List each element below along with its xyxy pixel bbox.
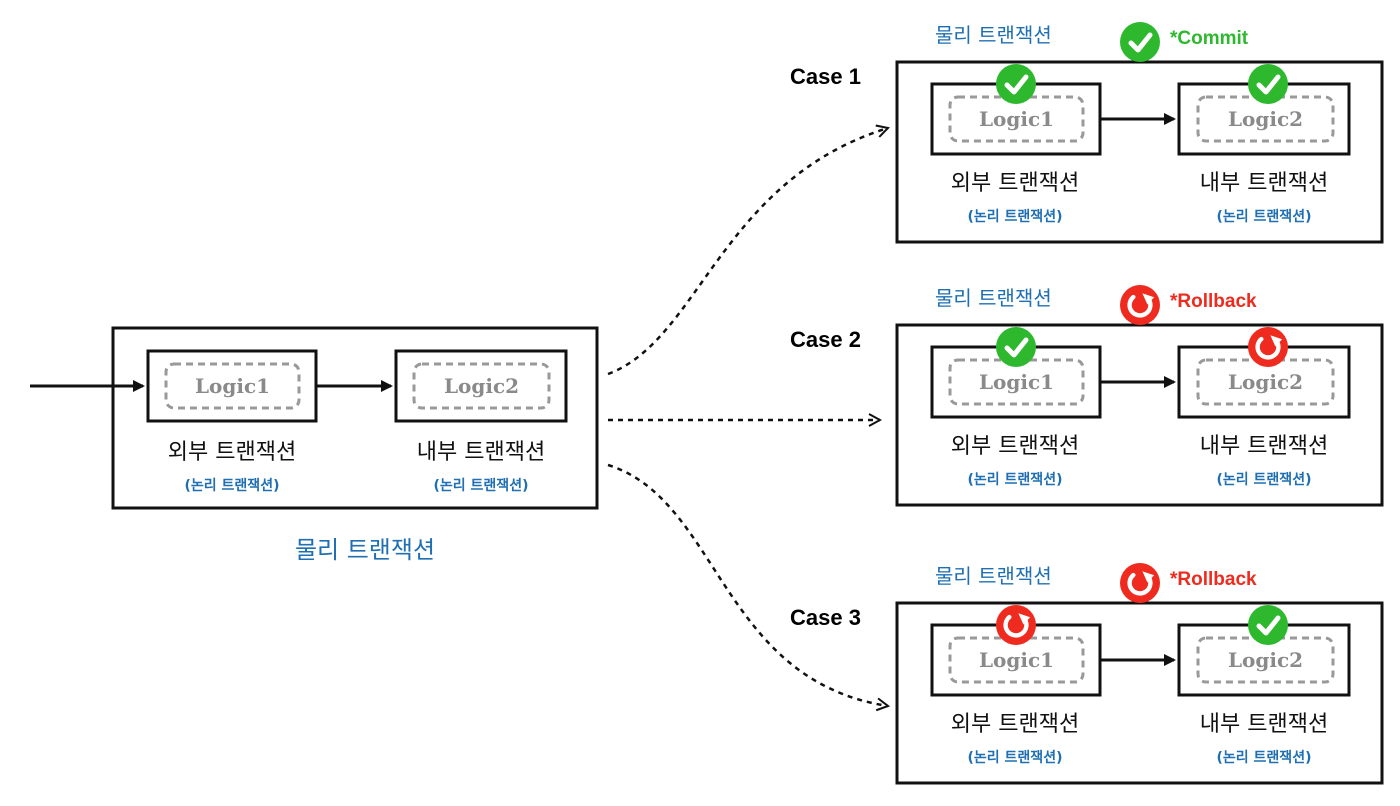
main-outer-sub: (논리 트랜잭션) bbox=[184, 478, 280, 494]
case-2-inner-rollback-icon bbox=[1248, 327, 1288, 367]
connector-case-3 bbox=[607, 463, 888, 706]
case-box bbox=[895, 323, 1384, 507]
case-status: *Rollback bbox=[1170, 569, 1257, 590]
outer-transaction-sub: (논리 트랜잭션) bbox=[967, 750, 1063, 766]
case-physical-label: 물리 트랜잭션 bbox=[935, 564, 1052, 588]
main-outer-logic-box bbox=[164, 362, 301, 410]
inner-logic-box bbox=[1196, 95, 1335, 143]
case-2-status-rollback-icon bbox=[1120, 285, 1160, 325]
inner-transaction-sub: (논리 트랜잭션) bbox=[1216, 472, 1312, 488]
inner-transaction-label: 내부 트랜잭션 bbox=[1199, 171, 1329, 196]
outer-transaction-sub: (논리 트랜잭션) bbox=[967, 209, 1063, 225]
main-physical-label: 물리 트랜잭션 bbox=[294, 536, 436, 564]
inner-transaction-sub: (논리 트랜잭션) bbox=[1216, 750, 1312, 766]
case-physical-label: 물리 트랜잭션 bbox=[935, 23, 1052, 47]
outer-transaction-label: 외부 트랜잭션 bbox=[950, 712, 1080, 737]
main-inner-box bbox=[394, 349, 568, 423]
outer-logic-label: Logic1 bbox=[978, 370, 1055, 394]
inner-logic-label: Logic2 bbox=[1227, 107, 1304, 131]
main-physical-box bbox=[111, 326, 599, 510]
case-3-status-rollback-icon bbox=[1120, 563, 1160, 603]
outer-transaction-sub: (논리 트랜잭션) bbox=[967, 472, 1063, 488]
case-1-status-check-icon bbox=[1120, 22, 1160, 62]
main-inner-label: 내부 트랜잭션 bbox=[416, 440, 546, 465]
inner-transaction-sub: (논리 트랜잭션) bbox=[1216, 209, 1312, 225]
outer-logic-box bbox=[948, 636, 1085, 684]
inner-logic-label: Logic2 bbox=[1227, 648, 1304, 672]
main-inner-logic: Logic2 bbox=[443, 374, 520, 398]
case-3-outer-rollback-icon bbox=[996, 605, 1036, 645]
main-inner-sub: (논리 트랜잭션) bbox=[433, 478, 529, 494]
case-2-outer-check-icon bbox=[996, 327, 1036, 367]
outer-logic-label: Logic1 bbox=[978, 648, 1055, 672]
case-box bbox=[895, 601, 1384, 785]
outer-logic-label: Logic1 bbox=[978, 107, 1055, 131]
main-physical-transaction bbox=[30, 326, 599, 510]
inner-logic-box bbox=[1196, 636, 1335, 684]
case-label: Case 3 bbox=[790, 605, 861, 630]
outer-logic-box bbox=[948, 95, 1085, 143]
case-physical-label: 물리 트랜잭션 bbox=[935, 286, 1052, 310]
case-1-inner-check-icon bbox=[1248, 64, 1288, 104]
inner-transaction-label: 내부 트랜잭션 bbox=[1199, 712, 1329, 737]
outer-transaction-label: 외부 트랜잭션 bbox=[950, 171, 1080, 196]
case-box bbox=[895, 60, 1384, 244]
inner-logic-box bbox=[1196, 358, 1335, 406]
main-outer-label: 외부 트랜잭션 bbox=[167, 440, 297, 465]
case-3-inner-check-icon bbox=[1248, 605, 1288, 645]
inner-logic-label: Logic2 bbox=[1227, 370, 1304, 394]
case-status: *Commit bbox=[1170, 28, 1249, 49]
case-1-outer-check-icon bbox=[996, 64, 1036, 104]
inner-transaction-label: 내부 트랜잭션 bbox=[1199, 434, 1329, 459]
main-outer-logic: Logic1 bbox=[194, 374, 271, 398]
connector-case-1 bbox=[607, 128, 888, 376]
outer-transaction-label: 외부 트랜잭션 bbox=[950, 434, 1080, 459]
case-label: Case 2 bbox=[790, 327, 861, 352]
outer-logic-box bbox=[948, 358, 1085, 406]
main-inner-logic-box bbox=[412, 362, 551, 410]
case-label: Case 1 bbox=[790, 64, 861, 89]
case-status: *Rollback bbox=[1170, 291, 1257, 312]
